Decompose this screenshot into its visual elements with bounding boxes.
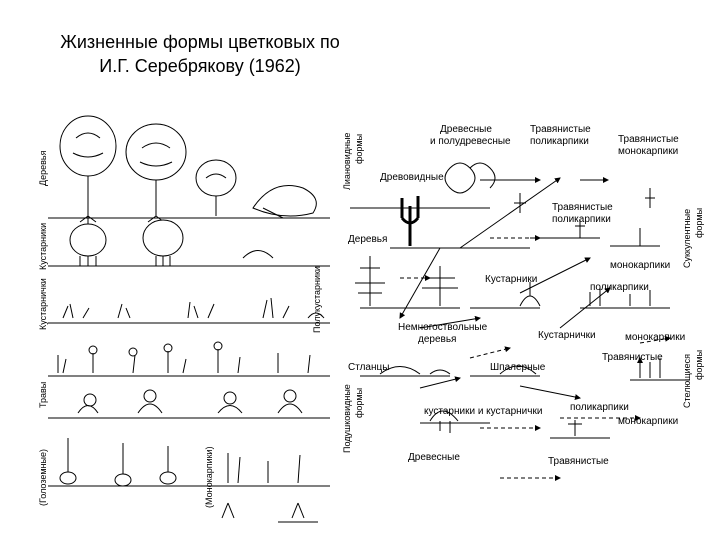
label-drevesnye: Древесные (440, 124, 492, 135)
label-stlantsy: Стланцы (348, 362, 389, 373)
label-travyanistye: Травянистые (602, 352, 663, 363)
label-i-polu: и полудревесные (430, 136, 511, 147)
label-trav-monokarpiki: Травянистые (618, 134, 679, 145)
label-drevesnye-2: Древесные (408, 452, 460, 463)
row-label: Кустарнички (38, 278, 48, 330)
label-polikarpiki-4: поликарпики (570, 402, 629, 413)
label-polikarpiki-3: поликарпики (590, 282, 649, 293)
label-polikarpiki-1: поликарпики (530, 136, 589, 147)
label-nemnogostvol-1: Немногоствольные (398, 322, 488, 333)
left-figure-panel: Деревья Кустарники Кустарнички Полукуста… (38, 115, 330, 523)
vlabel-stelyush: Стелющиеся (682, 354, 692, 408)
label-monokarpiki-4: монокарпики (618, 416, 678, 427)
vlabel-lianovidnye: Лиановидные (342, 133, 352, 190)
vlabel-formy-2: формы (694, 208, 704, 238)
row-label: (Монокарпики) (204, 446, 214, 508)
label-kustarnichki: Кустарнички (538, 330, 596, 341)
label-kust-i-kustar: кустарники и кустарнички (424, 406, 542, 417)
row-label: Полукустарники (312, 266, 322, 333)
row-label: (Голоземные) (38, 449, 48, 506)
vlabel-formy-3: формы (354, 388, 364, 418)
label-trav-polikarp-2: Травянистые (552, 202, 613, 213)
tree-drawing (252, 185, 317, 219)
row-label: Деревья (38, 150, 48, 186)
tree-drawing (125, 123, 187, 223)
label-drevovidnye: Древовидные (380, 172, 444, 183)
label-monokarpiki-3: монокарпики (625, 332, 685, 343)
label-monokarpiki-1: монокарпики (618, 146, 678, 157)
label-kustarniki: Кустарники (485, 274, 537, 285)
vlabel-formy-4: формы (694, 350, 704, 380)
label-travyanistye-2: Травянистые (548, 456, 609, 467)
label-shpalernye: Шпалерные (490, 362, 546, 373)
row-label: Кустарники (38, 223, 48, 270)
vlabel-sukkulentnye: Суккулентные (682, 209, 692, 268)
title-line-2: И.Г. Серебрякову (1962) (99, 56, 301, 76)
vlabel-podushko: Подушковидные (342, 384, 352, 453)
label-trav-polikarpiki: Травянистые (530, 124, 591, 135)
label-derevya: Деревья (348, 234, 387, 245)
vlabel-formy-1: формы (354, 134, 364, 164)
tree-drawing (195, 159, 237, 216)
right-scheme-panel: Древесные и полудревесные Травянистые по… (342, 124, 704, 481)
row-label: Травы (38, 382, 48, 408)
label-nemnogostvol-2: деревья (418, 334, 456, 345)
label-monokarpiki-2: монокарпики (610, 260, 670, 271)
page-title: Жизненные формы цветковых по И.Г. Серебр… (0, 30, 400, 78)
tree-drawing (59, 115, 117, 224)
title-line-1: Жизненные формы цветковых по (60, 32, 340, 52)
label-polikarpiki-2: поликарпики (552, 214, 611, 225)
